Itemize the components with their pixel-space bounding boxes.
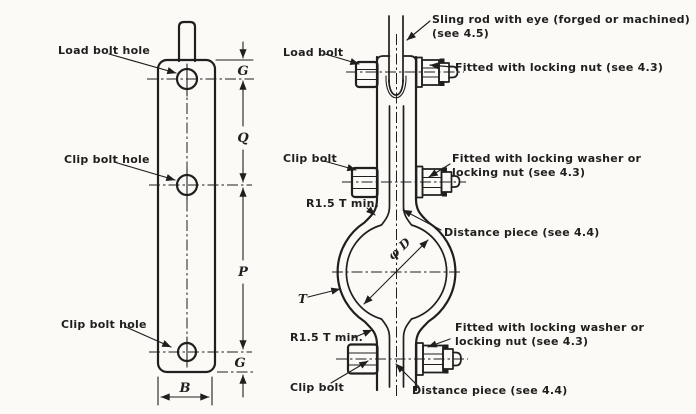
leader-sling-rod [406, 20, 431, 41]
bar-centerlines [147, 64, 254, 373]
label-sling-rod-line1: Sling rod with eye (forged or machined) [432, 13, 690, 26]
leader-load-bolt [324, 53, 360, 65]
locking-tab-top [442, 167, 447, 173]
clamp-band-right-inner [402, 105, 448, 388]
locking-tab-bottom [439, 81, 445, 86]
leader-radius-top [366, 206, 376, 216]
bolt-holes [175, 63, 199, 367]
label-locking-washer-bottom-line2: locking nut (see 4.3) [455, 335, 588, 348]
leader-locking-washer-bottom [427, 338, 451, 348]
clip-bolt-bottom-hex-head [346, 343, 379, 375]
dim-q: Q [237, 131, 249, 146]
label-radius-top: R1.5 T min. [306, 197, 379, 210]
width-dimension-b: B [157, 376, 213, 406]
rod-eye [388, 79, 404, 96]
label-locking-nut: Fitted with locking nut (see 4.3) [455, 61, 663, 74]
vertical-dimension-column: G Q P G [215, 41, 254, 398]
strap-top-cap-left [376, 55, 391, 63]
leader-distance-piece-top [402, 209, 442, 231]
dim-p: P [237, 265, 249, 280]
leader-clip-bolt-hole-bottom [125, 326, 172, 348]
locking-tab-bottom [442, 191, 447, 197]
label-locking-washer-top-line2: locking nut (see 4.3) [452, 166, 585, 179]
dim-g-bottom: G [234, 356, 245, 371]
clip-bolt-top-assembly [350, 165, 461, 199]
assembly-leaders [307, 20, 453, 388]
leader-distance-piece-bottom [395, 363, 420, 388]
dim-g-top: G [237, 64, 248, 79]
hex-head-facet-lines [355, 68, 379, 81]
label-clip-bolt-bottom: Clip bolt [290, 381, 344, 394]
label-distance-piece-bottom: Distance piece (see 4.4) [412, 384, 568, 397]
locking-tab-bottom [443, 368, 449, 374]
clamp-band-left-outer [336, 55, 379, 392]
label-clip-bolt-hole-mid: Clip bolt hole [64, 153, 150, 166]
dim-b: B [179, 381, 191, 396]
clip-bolt-top-hex-head [350, 166, 379, 199]
bolt-tip [450, 175, 461, 188]
label-clip-bolt-hole-bottom: Clip bolt hole [61, 318, 147, 331]
load-bolt-hex-head [354, 60, 379, 89]
bolt-tip [452, 351, 462, 367]
load-bolt-assembly [354, 56, 459, 89]
sling-rod [385, 15, 407, 99]
leader-load-bolt-hole [108, 53, 177, 75]
label-clip-bolt-top: Clip bolt [283, 152, 337, 165]
bolt-tip [448, 65, 459, 79]
clamp-band-left-inner [345, 105, 391, 388]
leader-locking-nut [429, 62, 453, 70]
label-load-bolt-hole: Load bolt hole [58, 44, 150, 57]
clamp-band-right-outer [414, 55, 457, 392]
rod-eye-outer [385, 75, 407, 99]
label-locking-washer-top-line1: Fitted with locking washer or [452, 152, 642, 165]
clamp-bands [336, 55, 457, 392]
locking-tab-top [439, 58, 445, 64]
leader-band-thickness [307, 287, 341, 298]
assembly-view: φ D Sling rod with eye (forged or machin… [283, 13, 690, 399]
label-band-thickness: T [298, 292, 308, 306]
leader-clip-bolt-top [323, 160, 357, 172]
label-distance-piece-top: Distance piece (see 4.4) [444, 226, 600, 239]
label-sling-rod-line2: (see 4.5) [432, 27, 489, 40]
leader-locking-washer-top [428, 163, 451, 178]
rod-stub [177, 20, 197, 63]
assembly-labels: Sling rod with eye (forged or machined) … [283, 13, 690, 397]
nut-facet-lines [421, 176, 443, 189]
leader-radius-bottom [352, 329, 373, 339]
locking-tab-top [443, 344, 449, 350]
hex-head-facet-lines [351, 175, 379, 190]
nut-facet-lines [422, 353, 444, 366]
label-locking-washer-bottom-line1: Fitted with locking washer or [455, 321, 645, 334]
bar-outline [156, 58, 217, 374]
leader-clip-bolt-bottom [330, 360, 369, 384]
label-load-bolt: Load bolt [283, 46, 343, 59]
label-radius-bottom: R1.5 T min. [290, 331, 363, 344]
strap-top-cap-right [402, 55, 417, 63]
leader-clip-bolt-hole-mid [113, 161, 176, 181]
flat-bar-view: G Q P G B Load bolt hole Clip bolt hole … [58, 20, 254, 406]
